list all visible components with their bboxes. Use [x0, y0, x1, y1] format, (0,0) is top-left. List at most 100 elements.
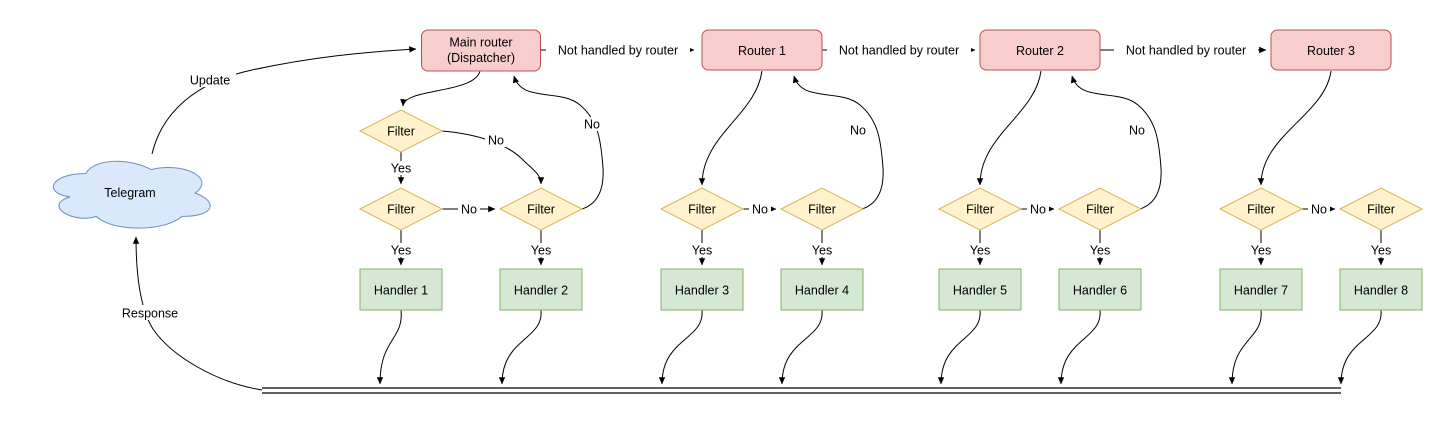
- handler-1-node: [359, 268, 443, 311]
- no-label: No: [752, 203, 768, 217]
- edge-handler1-out: [376, 309, 402, 385]
- handler-3-label: Handler 3: [675, 284, 729, 298]
- yes-label: Yes: [391, 162, 411, 176]
- filter-diamond-main-2: [498, 187, 584, 231]
- handler-5-label: Handler 5: [953, 284, 1007, 298]
- yes-label: Yes: [531, 244, 551, 258]
- no-label: No: [1311, 203, 1327, 217]
- filter-diamond-router3-2: [1338, 187, 1424, 231]
- handler-7-node: [1219, 268, 1303, 311]
- edge-handler8-out: [1337, 309, 1382, 385]
- yes-label-bg: [388, 161, 414, 175]
- edge-handler2-out: [498, 309, 542, 385]
- yes-label-bg: [967, 243, 993, 257]
- no-label-bg: [581, 117, 603, 131]
- filter-label: Filter: [808, 203, 836, 217]
- no-label-bg: [485, 133, 507, 147]
- not-handled-2-bg: [827, 43, 971, 58]
- filter-diamond-router2-2: [1057, 187, 1143, 231]
- edge-handler4-out: [778, 309, 823, 385]
- filter-diamond-main-top: [358, 109, 444, 153]
- handler-4-node: [780, 268, 864, 311]
- no-label-bg: [458, 202, 480, 216]
- main-router-label-line2: (Dispatcher): [447, 51, 515, 65]
- no-label-bg: [1126, 123, 1148, 137]
- edge-router2-to-filter: [976, 70, 1042, 186]
- telegram-cloud: [52, 160, 211, 229]
- handler-6-node: [1058, 268, 1142, 311]
- yes-label-bg: [1087, 243, 1113, 257]
- handler-2-label: Handler 2: [514, 284, 568, 298]
- yes-label-bg: [809, 243, 835, 257]
- yes-label: Yes: [1251, 244, 1271, 258]
- edge-loop-router1-no: [792, 75, 884, 210]
- nodes: Telegram Main router (Dispatcher) Router…: [52, 29, 1424, 311]
- yes-label: Yes: [391, 244, 411, 258]
- edge-handler7-out: [1228, 309, 1262, 385]
- handler-4-label: Handler 4: [795, 284, 849, 298]
- no-label-bg: [1027, 202, 1049, 216]
- yes-label: Yes: [970, 244, 990, 258]
- no-label: No: [1129, 124, 1145, 138]
- no-label-bg: [749, 202, 771, 216]
- filter-diamond-router2-1: [937, 187, 1023, 231]
- yes-label-bg: [388, 243, 414, 257]
- main-router-node: [421, 29, 541, 72]
- filter-label: Filter: [387, 203, 415, 217]
- filter-diamond-router1-2: [779, 187, 865, 231]
- edge-labels: Update Response Not handled by router No…: [118, 43, 1394, 321]
- filter-label: Filter: [387, 125, 415, 139]
- router-2-node: [979, 29, 1101, 71]
- yes-label: Yes: [1371, 244, 1391, 258]
- no-label-bg: [847, 123, 869, 137]
- main-router-label-line1: Main router: [449, 36, 512, 50]
- no-label: No: [1030, 203, 1046, 217]
- response-label-bg: [118, 305, 182, 320]
- handler-7-label: Handler 7: [1234, 284, 1288, 298]
- handler-2-node: [499, 268, 583, 311]
- response-label: Response: [122, 307, 178, 321]
- edge-handler5-out: [937, 309, 981, 385]
- filter-label: Filter: [527, 203, 555, 217]
- router-1-node: [701, 29, 823, 71]
- filter-label: Filter: [1367, 203, 1395, 217]
- router-3-node: [1270, 29, 1392, 71]
- no-label: No: [584, 118, 600, 132]
- edge-update: [151, 46, 417, 155]
- update-label: Update: [190, 74, 230, 88]
- edge-loop-router2-no: [1070, 75, 1162, 210]
- edges: [132, 46, 1385, 394]
- edge-loop-main-no: [512, 75, 604, 210]
- router-3-label: Router 3: [1307, 44, 1355, 58]
- no-label: No: [850, 124, 866, 138]
- update-label-bg: [184, 72, 236, 87]
- not-handled-1-bg: [546, 43, 690, 58]
- yes-label-bg: [1248, 243, 1274, 257]
- edge-router3-to-filter: [1257, 70, 1332, 186]
- yes-label-bg: [1368, 243, 1394, 257]
- handler-5-node: [938, 268, 1022, 311]
- edge-handler6-out: [1057, 309, 1101, 385]
- edge-response: [132, 236, 263, 391]
- handler-8-label: Handler 8: [1354, 284, 1408, 298]
- no-label: No: [461, 203, 477, 217]
- not-handled-1-label: Not handled by router: [558, 44, 678, 58]
- yes-label: Yes: [1090, 244, 1110, 258]
- telegram-label: Telegram: [104, 186, 155, 200]
- yes-label-bg: [528, 243, 554, 257]
- handler-8-node: [1339, 268, 1423, 311]
- router-1-label: Router 1: [738, 44, 786, 58]
- yes-label-bg: [689, 243, 715, 257]
- no-label: No: [488, 134, 504, 148]
- handler-3-node: [660, 268, 744, 311]
- edge-main-to-filter: [400, 70, 481, 107]
- filter-label: Filter: [966, 203, 994, 217]
- filter-diamond-main-1: [358, 187, 444, 231]
- edge-filter0-no: [441, 130, 545, 185]
- filter-diamond-router3-1: [1218, 187, 1304, 231]
- handler-1-label: Handler 1: [374, 284, 428, 298]
- filter-label: Filter: [688, 203, 716, 217]
- handler-6-label: Handler 6: [1073, 284, 1127, 298]
